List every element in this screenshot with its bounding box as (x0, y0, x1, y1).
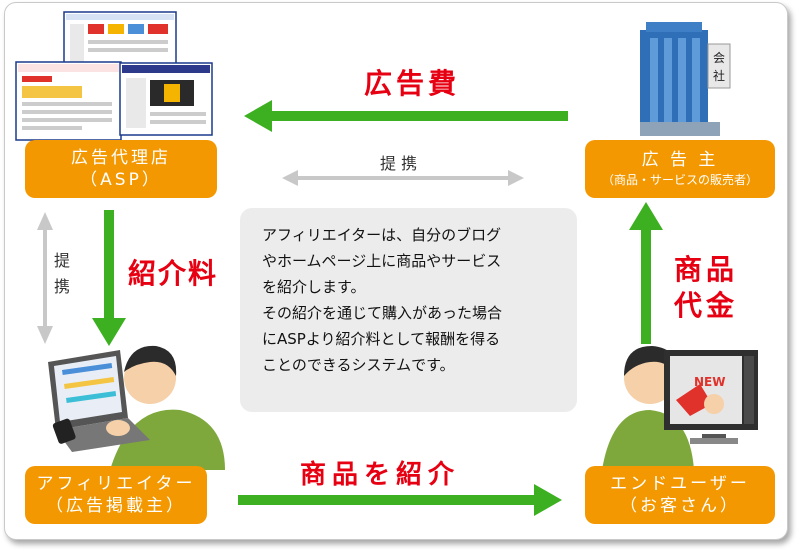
svg-text:会: 会 (713, 51, 725, 65)
enduser-box-title: エンドユーザー (610, 474, 750, 494)
commission-label: 紹介料 (128, 257, 219, 290)
product-price-label-line2: 代金 (674, 289, 739, 322)
affiliate-box-title: アフィリエイター (36, 474, 196, 494)
enduser-box-subtitle: （お客さん） (620, 496, 740, 516)
partnership-label-top: 提 携 (380, 154, 418, 173)
product-price-arrow (629, 202, 663, 344)
introduce-product-label: 商品を紹介 (300, 460, 461, 490)
asp-box-title: 広告代理店 (71, 148, 171, 168)
affiliate-box: アフィリエイター （広告掲載主） (25, 466, 207, 524)
ad-fee-arrow (244, 100, 568, 132)
advertiser-box: 広 告 主 （商品・サービスの販売者） (585, 140, 775, 198)
explanation-note: アフィリエイターは、自分のブログ やホームページ上に商品やサービス を紹介します… (240, 208, 577, 412)
note-line: その紹介を通じて購入があった場合 (262, 304, 503, 322)
partnership-label-left: 提携 (54, 251, 71, 296)
note-line: にASPより紹介料として報酬を得る (262, 330, 501, 348)
advertiser-box-title: 広 告 主 (641, 150, 719, 170)
introduce-product-arrow (238, 484, 562, 516)
enduser-person-illustration: NEW (602, 346, 758, 470)
partnership-arrow-vertical (37, 212, 53, 344)
affiliate-box-subtitle: （広告掲載主） (46, 496, 186, 516)
ad-fee-label: 広告費 (364, 67, 461, 100)
asp-box: 広告代理店 （ASP） (25, 140, 217, 198)
product-price-label-line1: 商品 (674, 253, 739, 286)
company-building-illustration: 会 社 (640, 22, 731, 136)
commission-arrow (92, 210, 126, 346)
affiliate-person-illustration (48, 345, 225, 470)
website-screenshots-illustration (15, 11, 213, 141)
product-price-label: 商品 代金 (674, 252, 738, 324)
note-line: アフィリエイターは、自分のブログ (262, 226, 502, 244)
svg-text:社: 社 (713, 68, 725, 83)
advertiser-box-subtitle: （商品・サービスの販売者） (601, 173, 758, 187)
partnership-arrow-horizontal (282, 170, 524, 186)
note-line: ことのできるシステムです。 (262, 356, 455, 374)
enduser-box: エンドユーザー （お客さん） (585, 466, 775, 524)
asp-box-subtitle: （ASP） (80, 170, 162, 190)
new-badge: NEW (694, 375, 725, 389)
note-line: を紹介します。 (262, 278, 366, 296)
note-line: やホームページ上に商品やサービス (262, 252, 502, 270)
